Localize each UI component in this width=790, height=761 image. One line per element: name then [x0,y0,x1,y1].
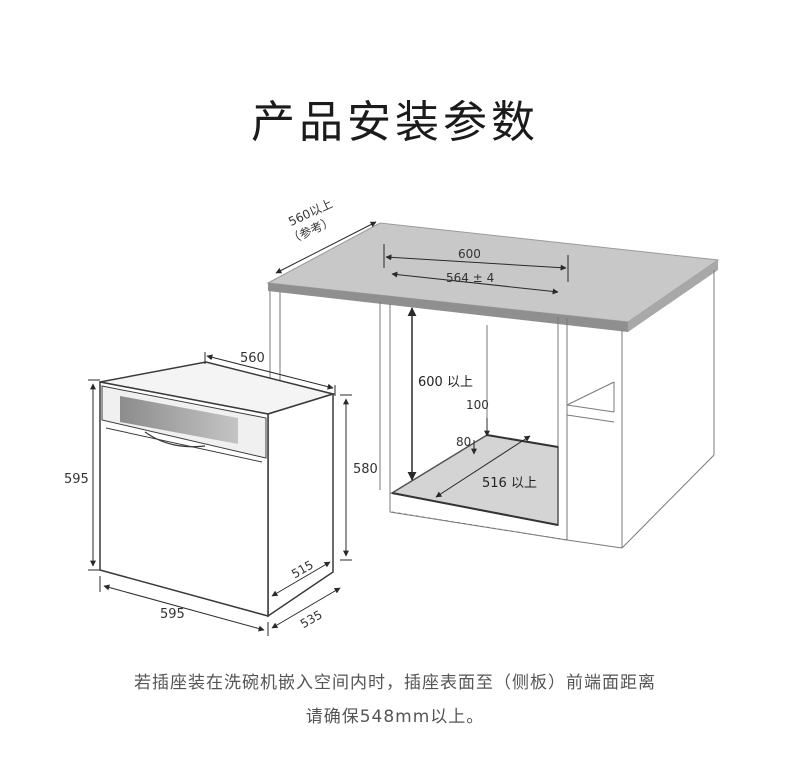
label-height-80: 80 [456,435,471,449]
label-unit-depth-top: 560 [240,351,265,366]
page-title: 产品安装参数 [251,97,539,148]
label-height-opening: 600 以上 [418,375,473,390]
label-depth-opening: 516 以上 [482,476,537,491]
label-unit-width-bottom: 595 [160,607,185,622]
unit-side [267,392,334,618]
cabinet: 560以上 （参考） 600 564 ± 4 600 以上 100 80 516… [266,196,720,549]
dishwasher-unit: 560 595 580 595 515 535 [64,351,378,636]
label-width-outer: 600 [458,247,481,261]
countertop-edge [268,283,628,332]
label-unit-height-left: 595 [64,472,89,487]
door-handle [144,431,206,448]
install-note-line2: 请确保548mm以上。 [305,707,485,727]
label-width-inner: 564 ± 4 [446,271,494,285]
control-display [120,396,238,444]
countertop-side-edge [628,260,718,332]
install-note-line1: 若插座装在洗碗机嵌入空间内时，插座表面至（侧板）前端面距离 [134,673,656,693]
label-unit-depth-535: 535 [298,607,325,631]
label-unit-height-back: 580 [353,462,378,477]
label-height-100: 100 [466,398,489,412]
